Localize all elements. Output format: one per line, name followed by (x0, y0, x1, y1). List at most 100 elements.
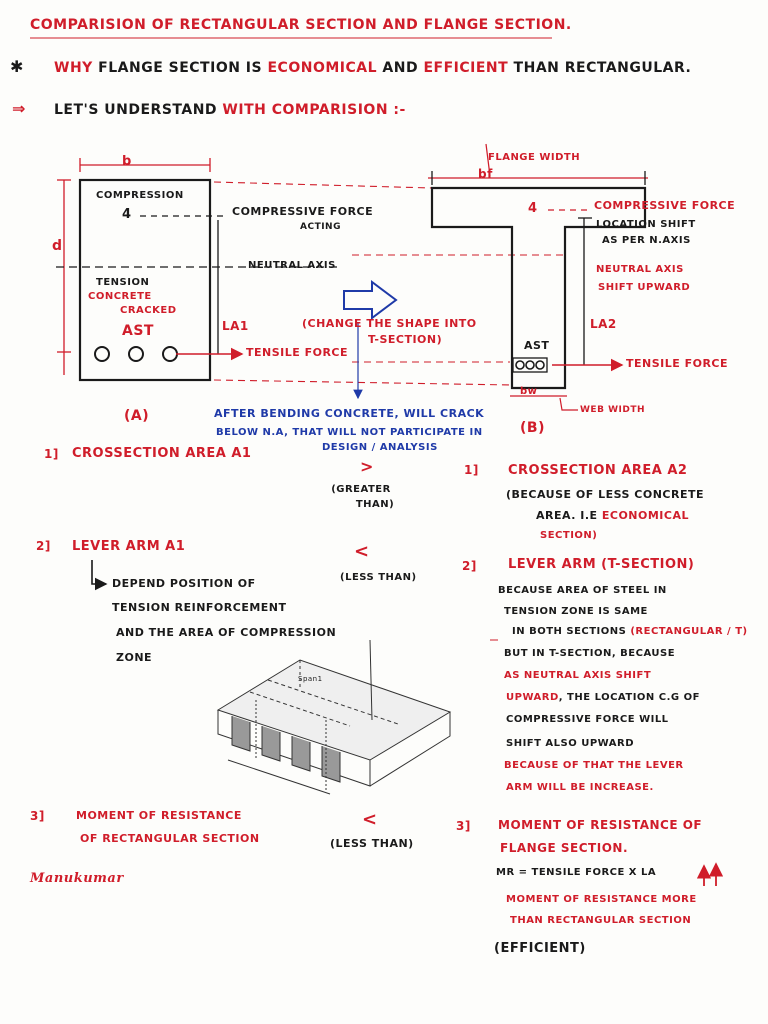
p2-symbol: < (354, 541, 370, 562)
why-prefix: Why (54, 60, 93, 76)
p2-r5: As neutral Axis shift (504, 670, 652, 681)
p2-cmp: (Less Than) (340, 572, 417, 583)
p2-r1: Because Area of steel in (498, 585, 667, 596)
flange-width-label: Flange Width (488, 152, 581, 163)
t-ast: Ast (524, 339, 550, 352)
rect-acting: Acting (300, 222, 341, 232)
p2-right-num: 2] (462, 559, 477, 573)
after-bending-line2: Below N.A, That will not participate in (216, 427, 483, 438)
rect-neutral-axis: Neutral Axis (248, 260, 336, 271)
after-bending-line1: After Bending Concrete, will Crack (214, 407, 485, 420)
rect-tension: Tension (96, 277, 150, 288)
change-shape-line2: T-section) (368, 333, 443, 346)
p2-r10: Arm will be increase. (506, 782, 654, 793)
page-title: Comparision of Rectangular Section and F… (30, 17, 572, 33)
p2-r2: Tension zone is same (504, 606, 648, 617)
p2-r3-a: in both sections (512, 626, 627, 637)
rect-compressive-force: Compressive Force (232, 205, 374, 218)
p1-left-num: 1] (44, 447, 59, 461)
p3-efficient: (Efficient) (494, 941, 586, 956)
why-economical: Economical (267, 60, 378, 76)
p2-r9: Because of that the lever (504, 760, 684, 771)
t-tensile-force: Tensile Force (626, 357, 729, 370)
t-section (428, 143, 648, 411)
p2-r7: Compressive Force will (506, 714, 669, 725)
p1-r1: (Because of less concrete (506, 488, 704, 501)
p2-left-num: 2] (36, 539, 51, 553)
lets-arrow-icon: ⇒ (12, 99, 26, 118)
p1-right-num: 1] (464, 463, 479, 477)
p3-formula: MR = Tensile Force x LA (496, 867, 657, 878)
p2-r6-upward: upward (506, 692, 559, 703)
lets-with: With (222, 102, 267, 118)
p1-r2-a: Area. i.e (536, 509, 598, 522)
p2-l4: Zone (116, 651, 153, 664)
rect-ast: Ast (122, 323, 154, 339)
bf-label: bf (478, 167, 493, 181)
t-force-arrow: 4 (528, 201, 538, 216)
p1-r3: Section) (540, 530, 598, 541)
t-la2: LA2 (590, 317, 617, 331)
why-text-e: Than Rectangular. (513, 60, 692, 76)
p2-l2: Tension Reinforcement (112, 601, 287, 614)
p2-r6-b: , the location C.G of (558, 692, 700, 703)
depend-hook-arrow (91, 560, 108, 591)
rect-label-a: (A) (124, 408, 150, 424)
web-width-label: Web width (580, 405, 645, 415)
rect-d-label: d (52, 238, 63, 254)
rect-b-label: b (122, 154, 132, 169)
p2-l1: Depend position of (112, 577, 256, 590)
p2-r4: But in T-section, Because (504, 648, 676, 659)
why-efficient: Efficient (423, 60, 509, 76)
t-label-b: (B) (520, 420, 545, 436)
p3-symbol: < (362, 809, 378, 830)
why-and: And (382, 60, 419, 76)
p2-right-text: Lever Arm (T-section) (508, 557, 695, 572)
why-text-a: Flange Section is (98, 60, 263, 76)
rect-force-arrow: 4 (122, 207, 132, 222)
section-connectors (213, 181, 565, 386)
lets-comparision: Comparision :- (271, 102, 406, 118)
p2-left-text: Lever Arm A1 (72, 539, 186, 554)
after-bending-line3: Design / Analysis (322, 442, 438, 453)
bw-label: bw (520, 386, 538, 397)
p1-symbol: > (360, 457, 374, 476)
signature: Manukumar (30, 871, 124, 886)
p2-r8: Shift also upward (506, 738, 634, 749)
why-line: Why Flange Section is Economical And Eff… (54, 60, 691, 76)
p2-l3: And the area of compression (116, 626, 337, 639)
p3-right-num: 3] (456, 819, 471, 833)
p2-r6: upward, the location C.G of (506, 692, 700, 704)
rect-compression-label: Compression (96, 190, 184, 201)
p1-r2-economical: Economical (601, 509, 689, 522)
lets-understand-line: Let's understand With Comparision :- (54, 102, 406, 118)
change-shape-arrow (343, 280, 398, 320)
p3-left-2: of Rectangular Section (80, 832, 260, 845)
rect-concrete: Concrete (88, 291, 152, 302)
p1-cmp-2: Than) (355, 499, 395, 510)
p3-right-2: Flange Section. (500, 841, 628, 855)
p1-right-text: Crossection Area A2 (508, 463, 688, 478)
p3-r3: Moment of Resistance more (506, 894, 697, 905)
p3-cmp: (Less Than) (330, 837, 414, 850)
na-shift-line1: Neutral Axis (596, 264, 684, 275)
location-shift: Location shift (596, 219, 696, 230)
as-per-naxis: As per N.Axis (602, 235, 691, 246)
t-beam-slab-sketch (216, 639, 452, 795)
lets-text: Let's understand (54, 102, 218, 118)
rect-tensile-force: Tensile Force (246, 346, 349, 359)
p3-left-1: Moment of Resistance (76, 809, 242, 822)
p2-r3-rect-t: (Rectangular / T) (630, 626, 748, 637)
p2-r3: in both sections (Rectangular / T) (512, 626, 748, 638)
p3-left-num: 3] (30, 809, 45, 823)
rect-la1: LA1 (222, 319, 249, 333)
p1-left-text: Crossection Area A1 (72, 446, 252, 461)
rectangular-section (56, 158, 338, 382)
why-bullet: ✱ (10, 57, 24, 76)
p1-r2: Area. i.e Economical (536, 509, 689, 523)
na-shift-line2: shift upward (598, 282, 691, 293)
p1-cmp-1: (Greater (331, 484, 391, 495)
p3-right-1: Moment of Resistance of (498, 818, 703, 832)
slab-span-label: Span1 (298, 675, 323, 683)
